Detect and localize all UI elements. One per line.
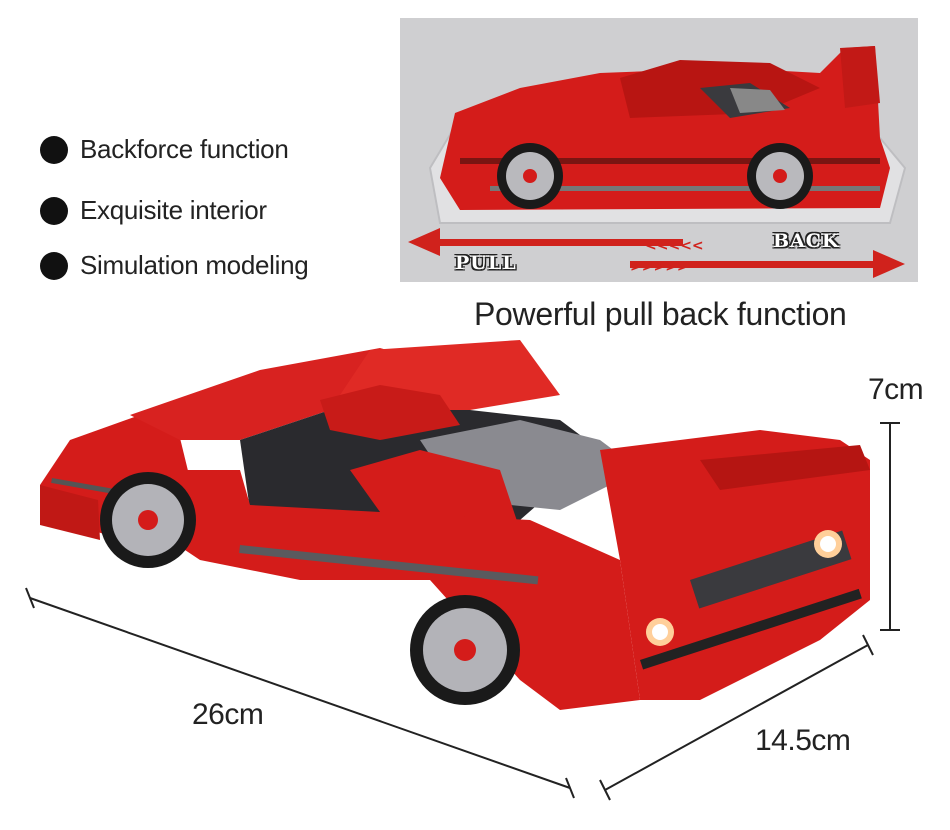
tail-light-icon — [646, 530, 842, 646]
feature-label: Backforce function — [80, 134, 289, 164]
inset-wheel-front — [497, 143, 563, 209]
inset-wheel-rear — [747, 143, 813, 209]
back-label: BACK — [773, 230, 840, 252]
feature-item-backforce: Backforce function — [40, 134, 289, 165]
feature-item-modeling: Simulation modeling — [40, 250, 309, 281]
feature-label: Simulation modeling — [80, 250, 309, 280]
svg-text:>>>>>: >>>>> — [630, 259, 689, 275]
height-dimension-label: 7cm — [868, 373, 924, 406]
svg-text:<<<<<: <<<<< — [645, 238, 704, 254]
front-wheel — [100, 472, 196, 568]
feature-label: Exquisite interior — [80, 195, 267, 225]
bullet-icon — [40, 135, 68, 164]
feature-item-interior: Exquisite interior — [40, 195, 267, 226]
inset-car-illustration: <<<<< >>>>> — [408, 46, 907, 278]
pull-arrow-icon: <<<<< — [408, 228, 704, 256]
caption-pullback: Powerful pull back function — [474, 296, 847, 332]
pullback-inset-image: <<<<< >>>>> PULL BACK — [400, 18, 918, 282]
bullet-icon — [40, 251, 68, 280]
rear-wheel — [410, 595, 520, 705]
length-dimension-label: 26cm — [192, 698, 264, 731]
pull-label: PULL — [455, 252, 517, 274]
width-dimension-label: 14.5cm — [755, 724, 851, 757]
bullet-icon — [40, 196, 68, 225]
back-arrow-icon: >>>>> — [630, 250, 905, 278]
